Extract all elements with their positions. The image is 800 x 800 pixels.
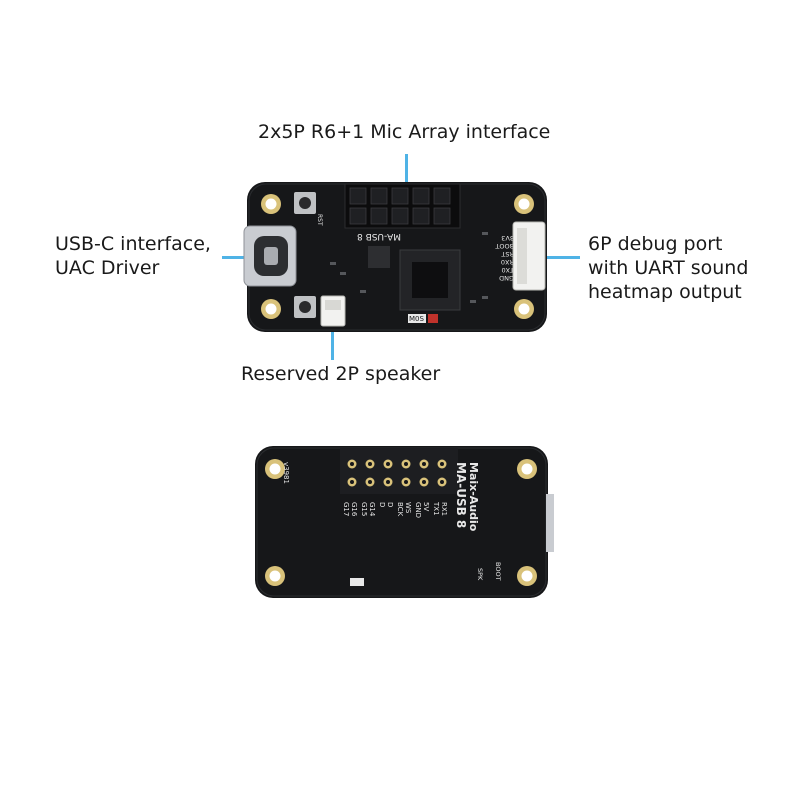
label-g15: G15 [360,502,368,516]
main-chip [399,249,461,311]
debug-pin-labels: GND TX0 RX0 RST BOOT 3V3 [495,234,515,282]
back-version: v3981 [282,462,290,484]
usb-c-connector [243,225,297,287]
label-tx1: TX1 [432,501,440,516]
usb-c-label-line-2: UAC Driver [55,257,160,279]
back-pcb [255,446,548,598]
mic-array-callout: 2x5P R6+1 Mic Array interface [258,120,550,144]
m0s-label: M0S [409,315,424,323]
back-header-holes [340,448,458,494]
pin-3v3: 3V3 [501,234,514,242]
speaker-connector [320,295,346,327]
label-g16: G16 [350,502,358,517]
mic-array-label: 2x5P R6+1 Mic Array interface [258,121,551,143]
debug-port-label-line-1: 6P debug port [588,233,723,255]
boot-button-bottom [294,296,316,318]
rst-silk: RST [316,214,323,226]
back-brand: Maix-Audio [467,462,480,532]
usb-c-label-line-1: USB-C interface, [55,233,211,255]
label-5v: 5V [422,502,430,511]
debug-port-label-line-2: with UART sound [588,257,749,279]
front-pcb [247,182,547,332]
label-g17: G17 [342,502,350,516]
pin-tx0: TX0 [501,266,515,274]
back-board: Maix-Audio MA-USB 8 v3981 RX1 TX1 5V GND… [255,446,554,598]
label-ws: WS [404,502,412,514]
back-model: MA-USB 8 [454,462,468,528]
back-pin-labels: RX1 TX1 5V GND WS BCK D D G14 G15 G16 G1… [342,501,448,518]
back-usb-edge [546,494,554,552]
reset-button-top [294,192,316,214]
debug-port-leader [528,256,580,259]
pin-rx0: RX0 [501,258,514,266]
speaker-leader [331,318,334,360]
usb-c-callout: USB-C interface, UAC Driver [55,232,211,280]
label-d-1: D [386,502,394,507]
pin-rst: RST [501,250,514,258]
back-boot-label: BOOT [494,562,502,581]
speaker-label: Reserved 2P speaker [241,363,441,385]
small-chip [368,246,390,268]
back-small-pad [350,578,364,586]
back-spk-label: SPK [476,568,484,581]
label-rx1: RX1 [440,502,448,516]
debug-port-callout: 6P debug port with UART sound heatmap ou… [588,232,748,304]
red-led [428,314,438,323]
front-board: RST MA-USB 8 M0S GND [243,182,547,332]
label-gnd: GND [414,502,422,518]
label-g14: G14 [368,502,376,517]
mic-array-leader [405,154,408,208]
speaker-callout: Reserved 2P speaker [241,362,440,386]
pin-gnd: GND [499,274,514,282]
front-model-silk: MA-USB 8 [357,231,401,241]
label-bck: BCK [396,502,404,517]
mic-array-header [344,183,461,229]
debug-connector [512,221,546,291]
mounting-holes-back [265,459,537,586]
label-d-2: D [378,502,386,507]
mounting-holes-front [261,194,534,319]
pin-boot: BOOT [495,242,514,250]
debug-port-label-line-3: heatmap output [588,281,742,303]
